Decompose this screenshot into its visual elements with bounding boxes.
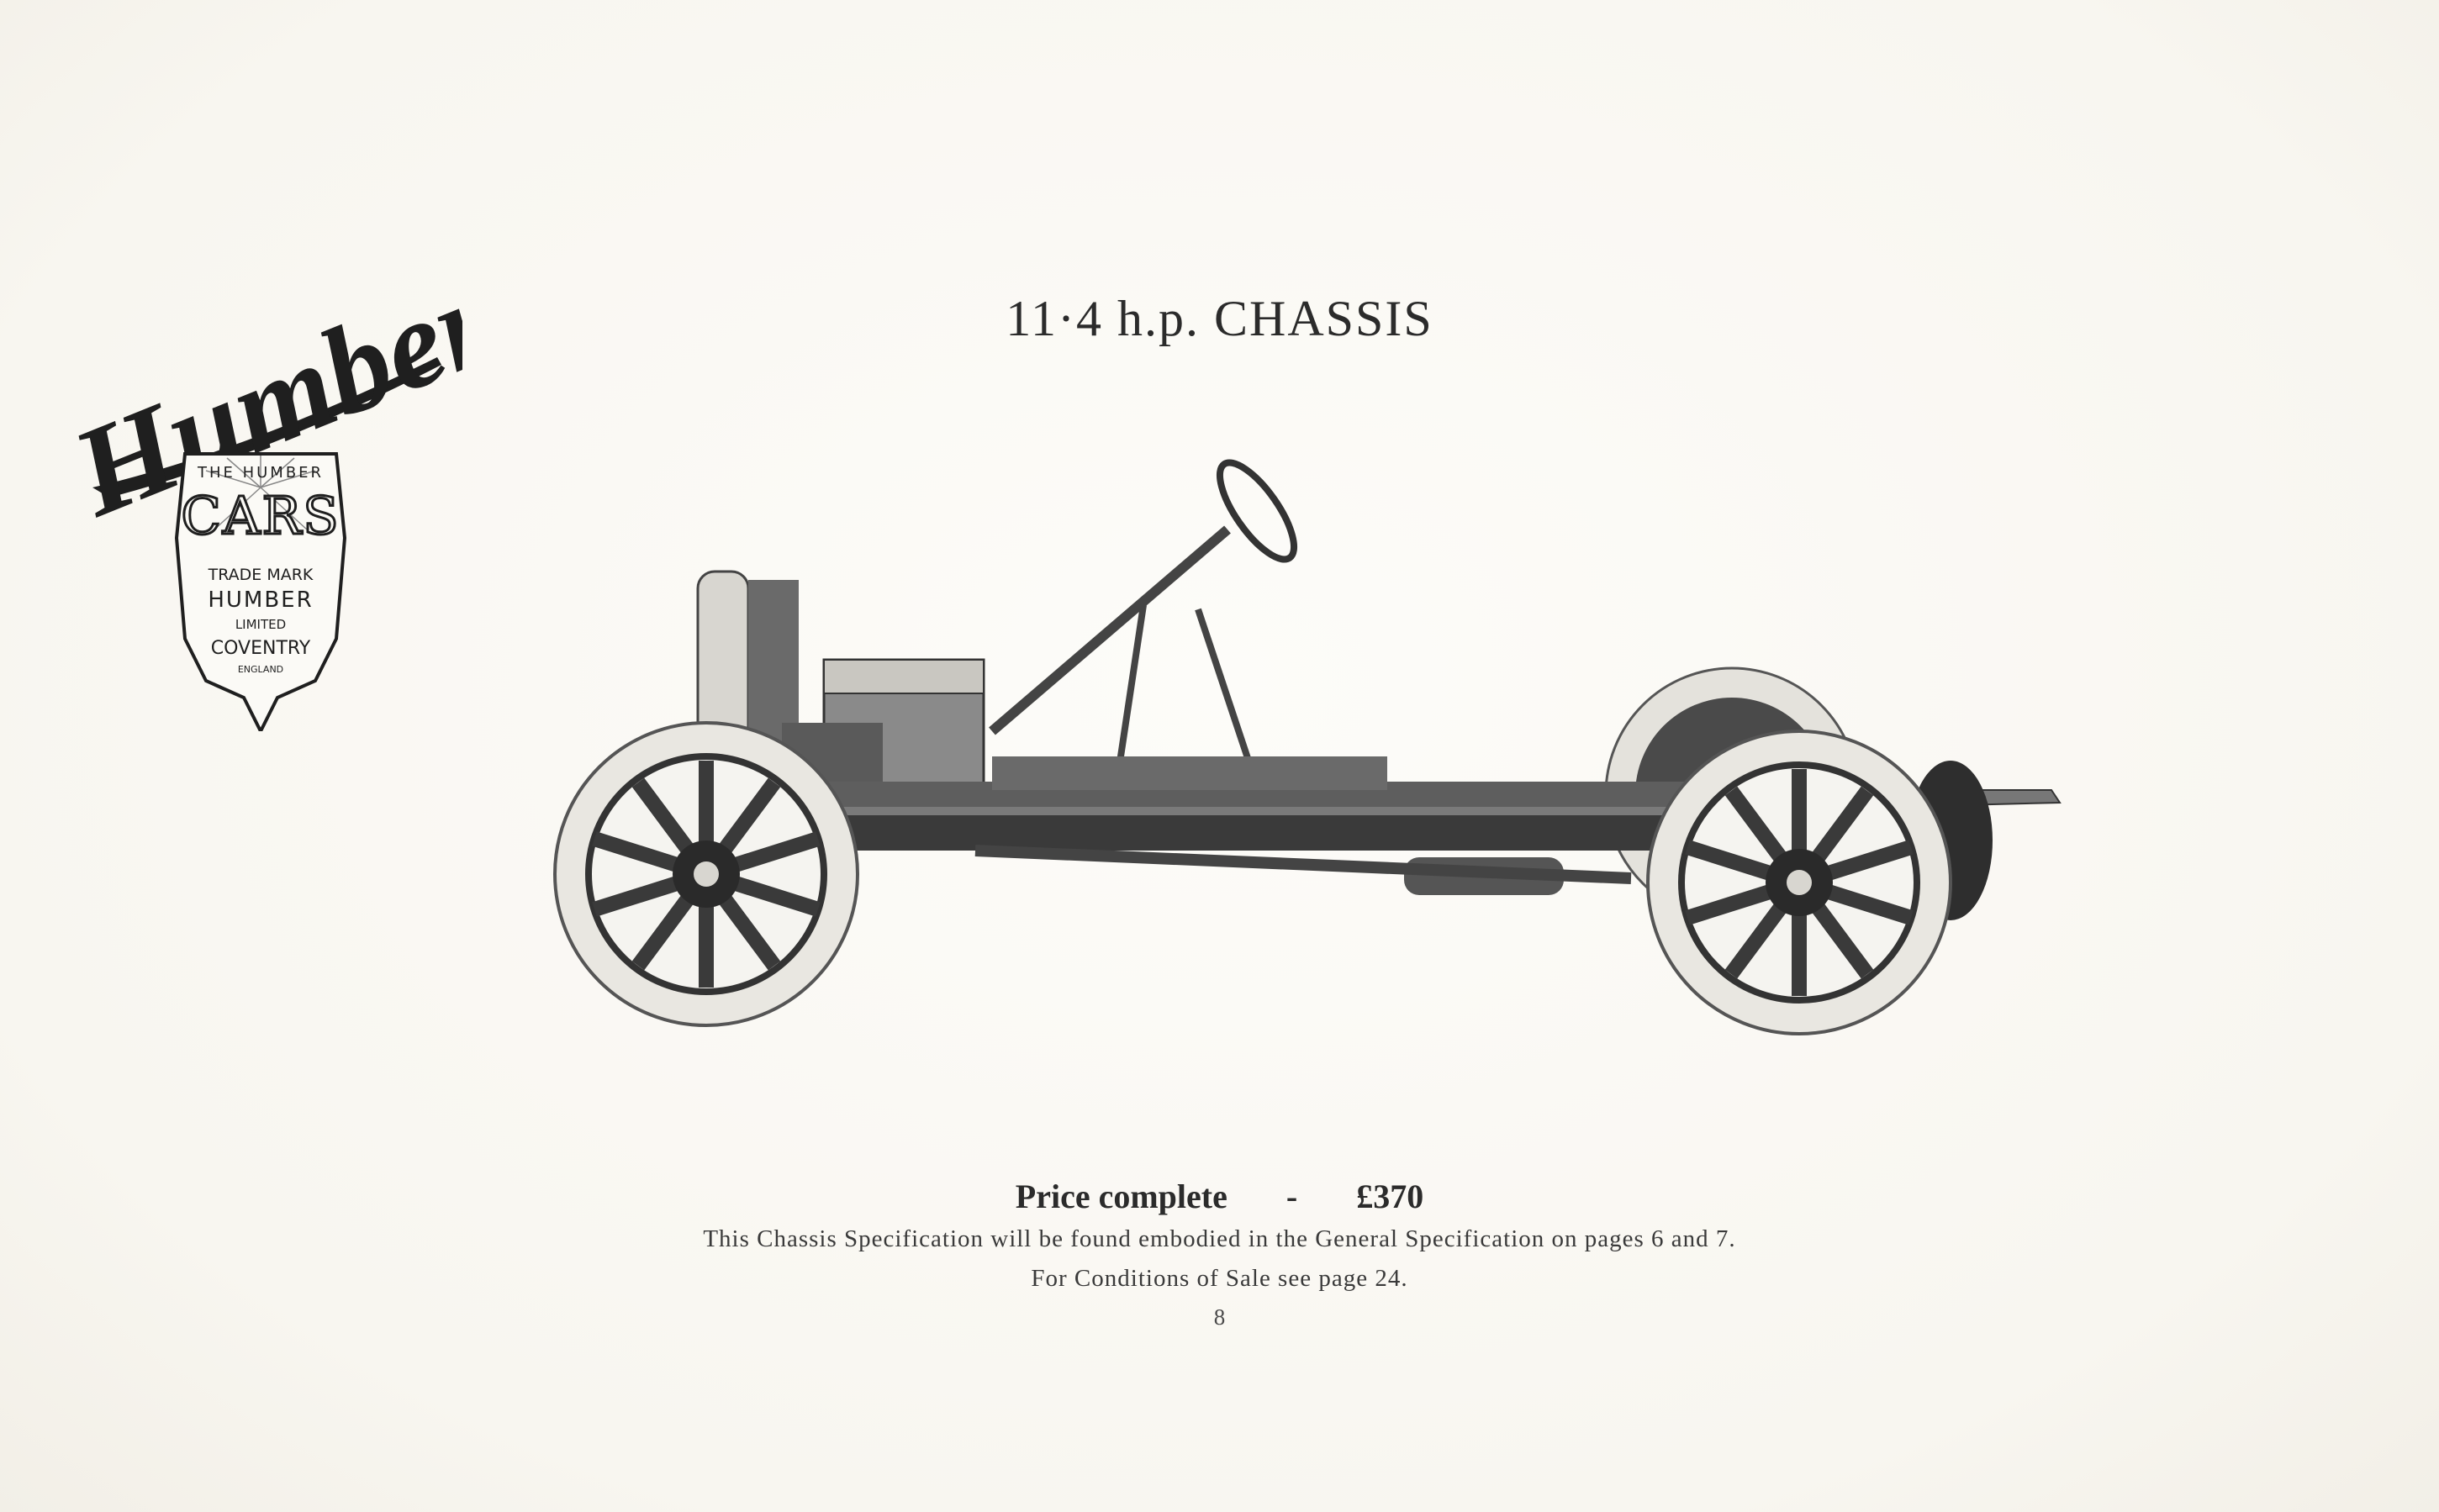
- gear-lever: [1115, 604, 1147, 774]
- logo-england: ENGLAND: [238, 664, 283, 675]
- page-title: 11·4 h.p. CHASSIS: [1006, 291, 1433, 346]
- price-amount: £370: [1356, 1177, 1424, 1215]
- conditions-of-sale-note: For Conditions of Sale see page 24.: [1031, 1265, 1408, 1292]
- humber-logo: Humber THE HUMBER CARS TRADE MARK HUMBER…: [59, 277, 462, 731]
- price-line: Price complete - £370: [0, 1177, 2439, 1216]
- rear-wheel: [1646, 730, 1952, 1035]
- logo-cars: CARS: [181, 485, 340, 546]
- front-wheel: [553, 721, 859, 1027]
- specification-note: This Chassis Specification will be found…: [703, 1225, 1736, 1252]
- logo-coventry: COVENTRY: [211, 638, 311, 659]
- price-separator: -: [1285, 1177, 1298, 1215]
- logo-humber: HUMBER: [208, 587, 313, 613]
- brake-lever: [1195, 608, 1256, 775]
- logo-trade-mark: TRADE MARK: [208, 566, 314, 584]
- logo-arc-text: THE HUMBER: [197, 464, 324, 482]
- page-number: 8: [1213, 1304, 1226, 1330]
- price-label: Price complete: [1015, 1177, 1227, 1215]
- steering-wheel: [1216, 459, 1298, 563]
- logo-limited: LIMITED: [235, 617, 286, 632]
- chassis-illustration: [553, 459, 2062, 1035]
- steering-column: [989, 525, 1231, 735]
